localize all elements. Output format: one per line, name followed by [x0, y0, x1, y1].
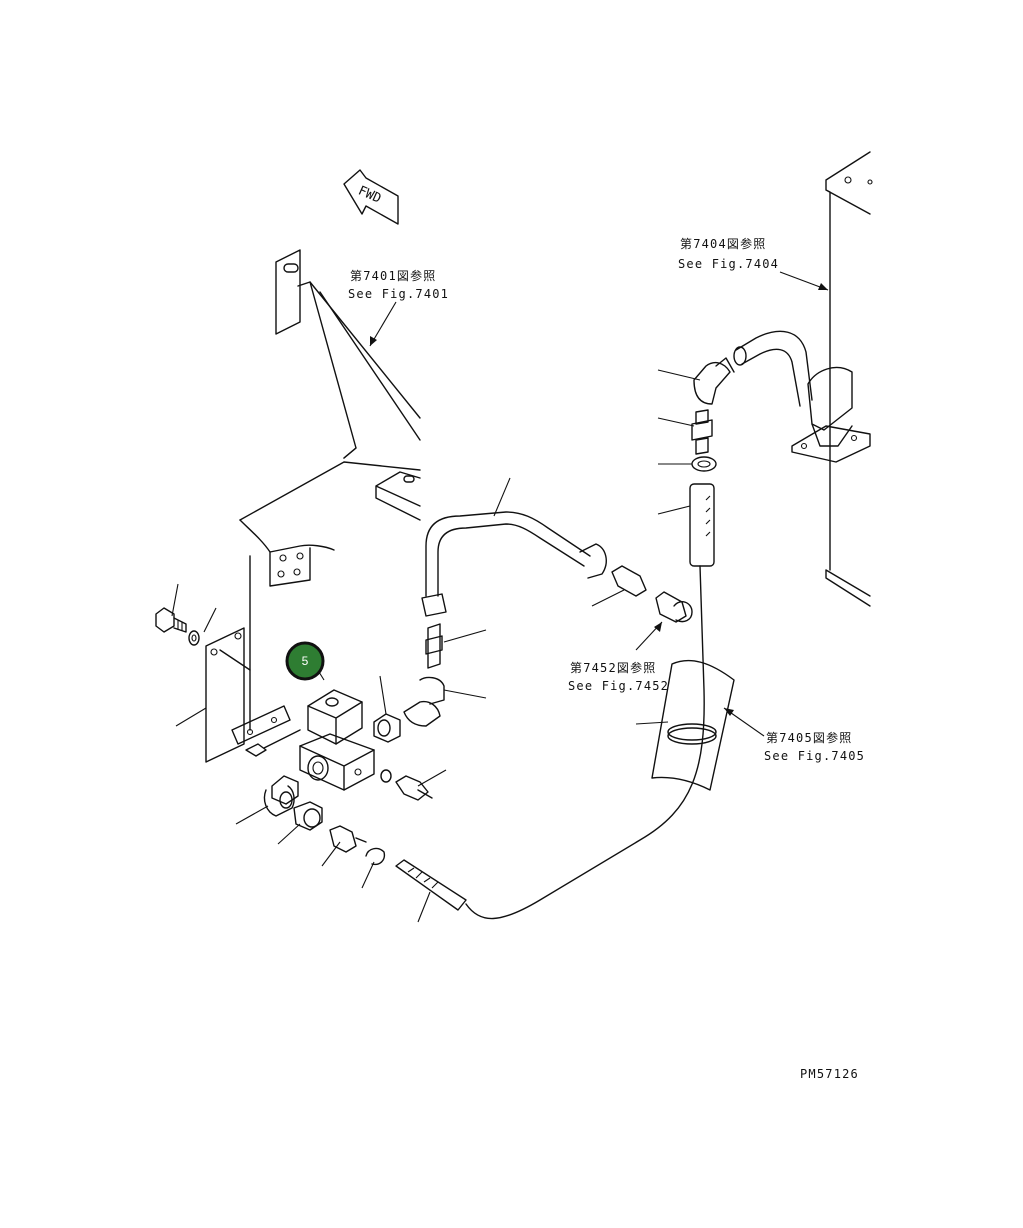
pipe-adapter: [611, 565, 647, 597]
tee-fitting: [655, 591, 693, 623]
mounting-plate: [205, 627, 291, 763]
solenoid-valve: [245, 689, 375, 791]
washer-upper-left: [188, 630, 200, 646]
left-fittings: [263, 775, 467, 911]
ref-arrow-7405: [723, 707, 765, 737]
radiator-hose: [651, 659, 735, 791]
reference-7404-jp: 第7404図参照: [680, 236, 767, 251]
ref-arrow-7401: [369, 301, 397, 347]
callout-5[interactable]: 5: [285, 641, 325, 681]
reference-7452-en: See Fig.7452: [568, 679, 669, 693]
bolt-upper-left: [155, 607, 187, 633]
ref-arrow-7404: [779, 271, 829, 291]
elbow-fitting: [693, 357, 735, 405]
reference-7404: 第7404図参照 See Fig.7404: [678, 236, 779, 271]
hose-section: [689, 483, 715, 567]
callout-5-circle[interactable]: [285, 641, 325, 681]
reference-7405-en: See Fig.7405: [764, 749, 865, 763]
pipe-nipple: [425, 623, 443, 669]
upper-right-pipe: [733, 330, 871, 463]
fwd-arrow: FWD: [343, 169, 399, 225]
frame-bracket: [239, 249, 421, 731]
reference-7452: 第7452図参照 See Fig.7452: [568, 660, 669, 693]
right-panel: [825, 151, 873, 607]
callout-5-number[interactable]: 5: [302, 654, 309, 668]
reference-7405-jp: 第7405図参照: [766, 730, 853, 745]
ref-arrow-7452: [635, 621, 663, 651]
long-hose: [465, 565, 705, 920]
reference-7405: 第7405図参照 See Fig.7405: [764, 730, 865, 763]
hose-clamp-upper: [691, 456, 717, 472]
reference-7401-en: See Fig.7401: [348, 287, 449, 301]
steel-pipe: [421, 511, 607, 617]
leader-lines: [171, 369, 701, 923]
reference-7401: 第7401図参照 See Fig.7401: [348, 268, 449, 301]
straight-connector: [691, 409, 713, 455]
reference-7401-jp: 第7401図参照: [350, 268, 437, 283]
reference-7452-jp: 第7452図参照: [570, 660, 657, 675]
drawing-number: PM57126: [800, 1067, 859, 1081]
valve-side-fittings: [373, 676, 445, 801]
reference-7404-en: See Fig.7404: [678, 257, 779, 271]
